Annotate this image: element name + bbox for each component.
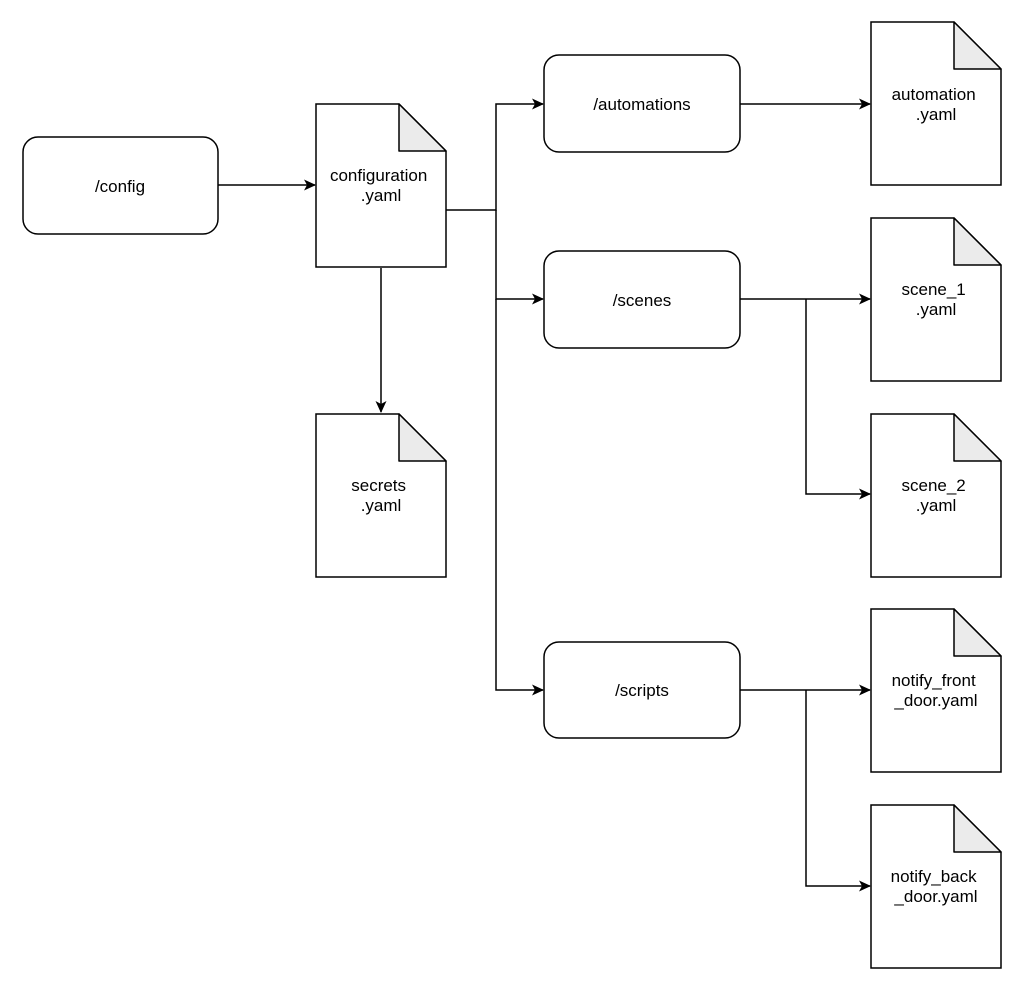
folded-corner <box>953 608 1002 657</box>
edge-scenes-to-scene-2 <box>805 299 871 500</box>
svg-text:/automations: /automations <box>593 95 690 114</box>
secrets-yaml-line-1: secrets <box>351 476 406 495</box>
svg-text:/scenes: /scenes <box>613 291 672 310</box>
folded-corner <box>953 413 1002 462</box>
svg-text:notify_front _door.yaml: notify_front _door.yaml <box>892 671 981 710</box>
automation-yaml-line-1: automation <box>892 85 976 104</box>
edge-configuration-to-automations <box>446 98 544 211</box>
file-node-automation-yaml: automation .yaml <box>870 21 1002 186</box>
scene-2-yaml-line-2: .yaml <box>916 496 957 515</box>
folder-node-automations: /automations <box>543 54 741 153</box>
edge-configuration-to-scripts <box>495 299 544 696</box>
configuration-yaml-line-2: .yaml <box>361 186 402 205</box>
svg-text:secrets .yaml: secrets .yaml <box>351 476 411 515</box>
folded-corner <box>398 103 447 152</box>
edges <box>218 98 871 892</box>
file-node-scene-2-yaml: scene_2 .yaml <box>870 413 1002 578</box>
automations-label: /automations <box>593 95 690 114</box>
folder-node-config: /config <box>22 136 219 235</box>
notify-front-door-yaml-line-1: notify_front <box>892 671 976 690</box>
svg-text:scene_2 .yaml: scene_2 .yaml <box>901 476 970 515</box>
scenes-label: /scenes <box>613 291 672 310</box>
svg-text:scene_1 .yaml: scene_1 .yaml <box>901 280 970 319</box>
scene-1-yaml-line-1: scene_1 <box>901 280 965 299</box>
scene-2-yaml-line-1: scene_2 <box>901 476 965 495</box>
svg-text:automation .yaml: automation .yaml <box>892 85 981 124</box>
folded-corner <box>953 217 1002 266</box>
automation-yaml-line-2: .yaml <box>916 105 957 124</box>
svg-text:/config: /config <box>95 177 145 196</box>
file-node-scene-1-yaml: scene_1 .yaml <box>870 217 1002 382</box>
svg-text:configuration .yaml: configuration .yaml <box>330 166 432 205</box>
edge-configuration-to-scenes <box>495 210 544 305</box>
config-label: /config <box>95 177 145 196</box>
folded-corner <box>398 413 447 462</box>
secrets-yaml-line-2: .yaml <box>361 496 402 515</box>
svg-text:/scripts: /scripts <box>615 681 669 700</box>
folder-node-scenes: /scenes <box>543 250 741 349</box>
file-node-secrets-yaml: secrets .yaml <box>315 413 447 578</box>
folder-node-scripts: /scripts <box>543 641 741 739</box>
edge-scripts-to-notify-back <box>805 690 871 892</box>
notify-back-door-yaml-line-2: _door.yaml <box>893 887 977 906</box>
file-node-notify-back-door-yaml: notify_back _door.yaml <box>870 804 1002 969</box>
file-node-notify-front-door-yaml: notify_front _door.yaml <box>870 608 1002 773</box>
folded-corner <box>953 21 1002 70</box>
notify-front-door-yaml-line-2: _door.yaml <box>893 691 977 710</box>
scene-1-yaml-line-2: .yaml <box>916 300 957 319</box>
svg-text:notify_back _door.yaml: notify_back _door.yaml <box>891 867 982 906</box>
scripts-label: /scripts <box>615 681 669 700</box>
configuration-yaml-line-1: configuration <box>330 166 427 185</box>
notify-back-door-yaml-line-1: notify_back <box>891 867 977 886</box>
folded-corner <box>953 804 1002 853</box>
file-node-configuration-yaml: configuration .yaml <box>315 103 447 268</box>
